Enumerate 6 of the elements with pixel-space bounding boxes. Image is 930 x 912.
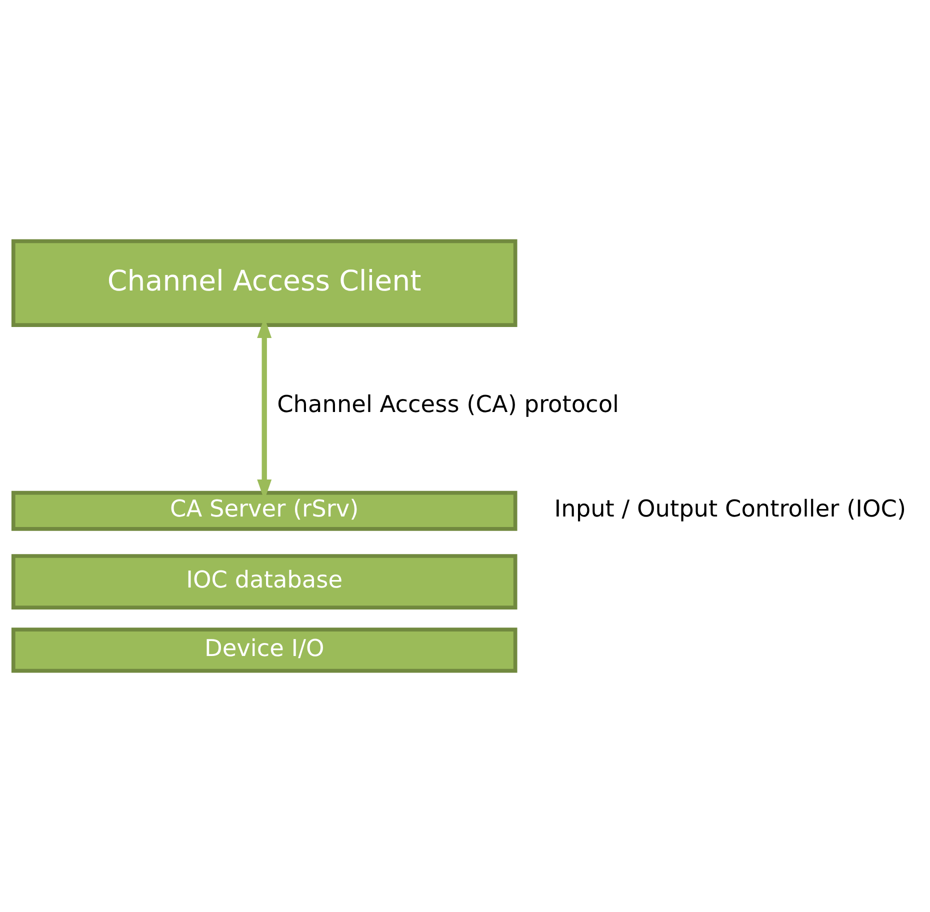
node-box: Device I/O [11,628,518,673]
node-box: Channel Access Client [11,239,518,327]
node-box: CA Server (rSrv) [11,490,518,531]
edge-label: Channel Access (CA) protocol [277,391,619,418]
label: Input / Output Controller (IOC) [554,496,906,523]
node-box: IOC database [11,554,518,610]
